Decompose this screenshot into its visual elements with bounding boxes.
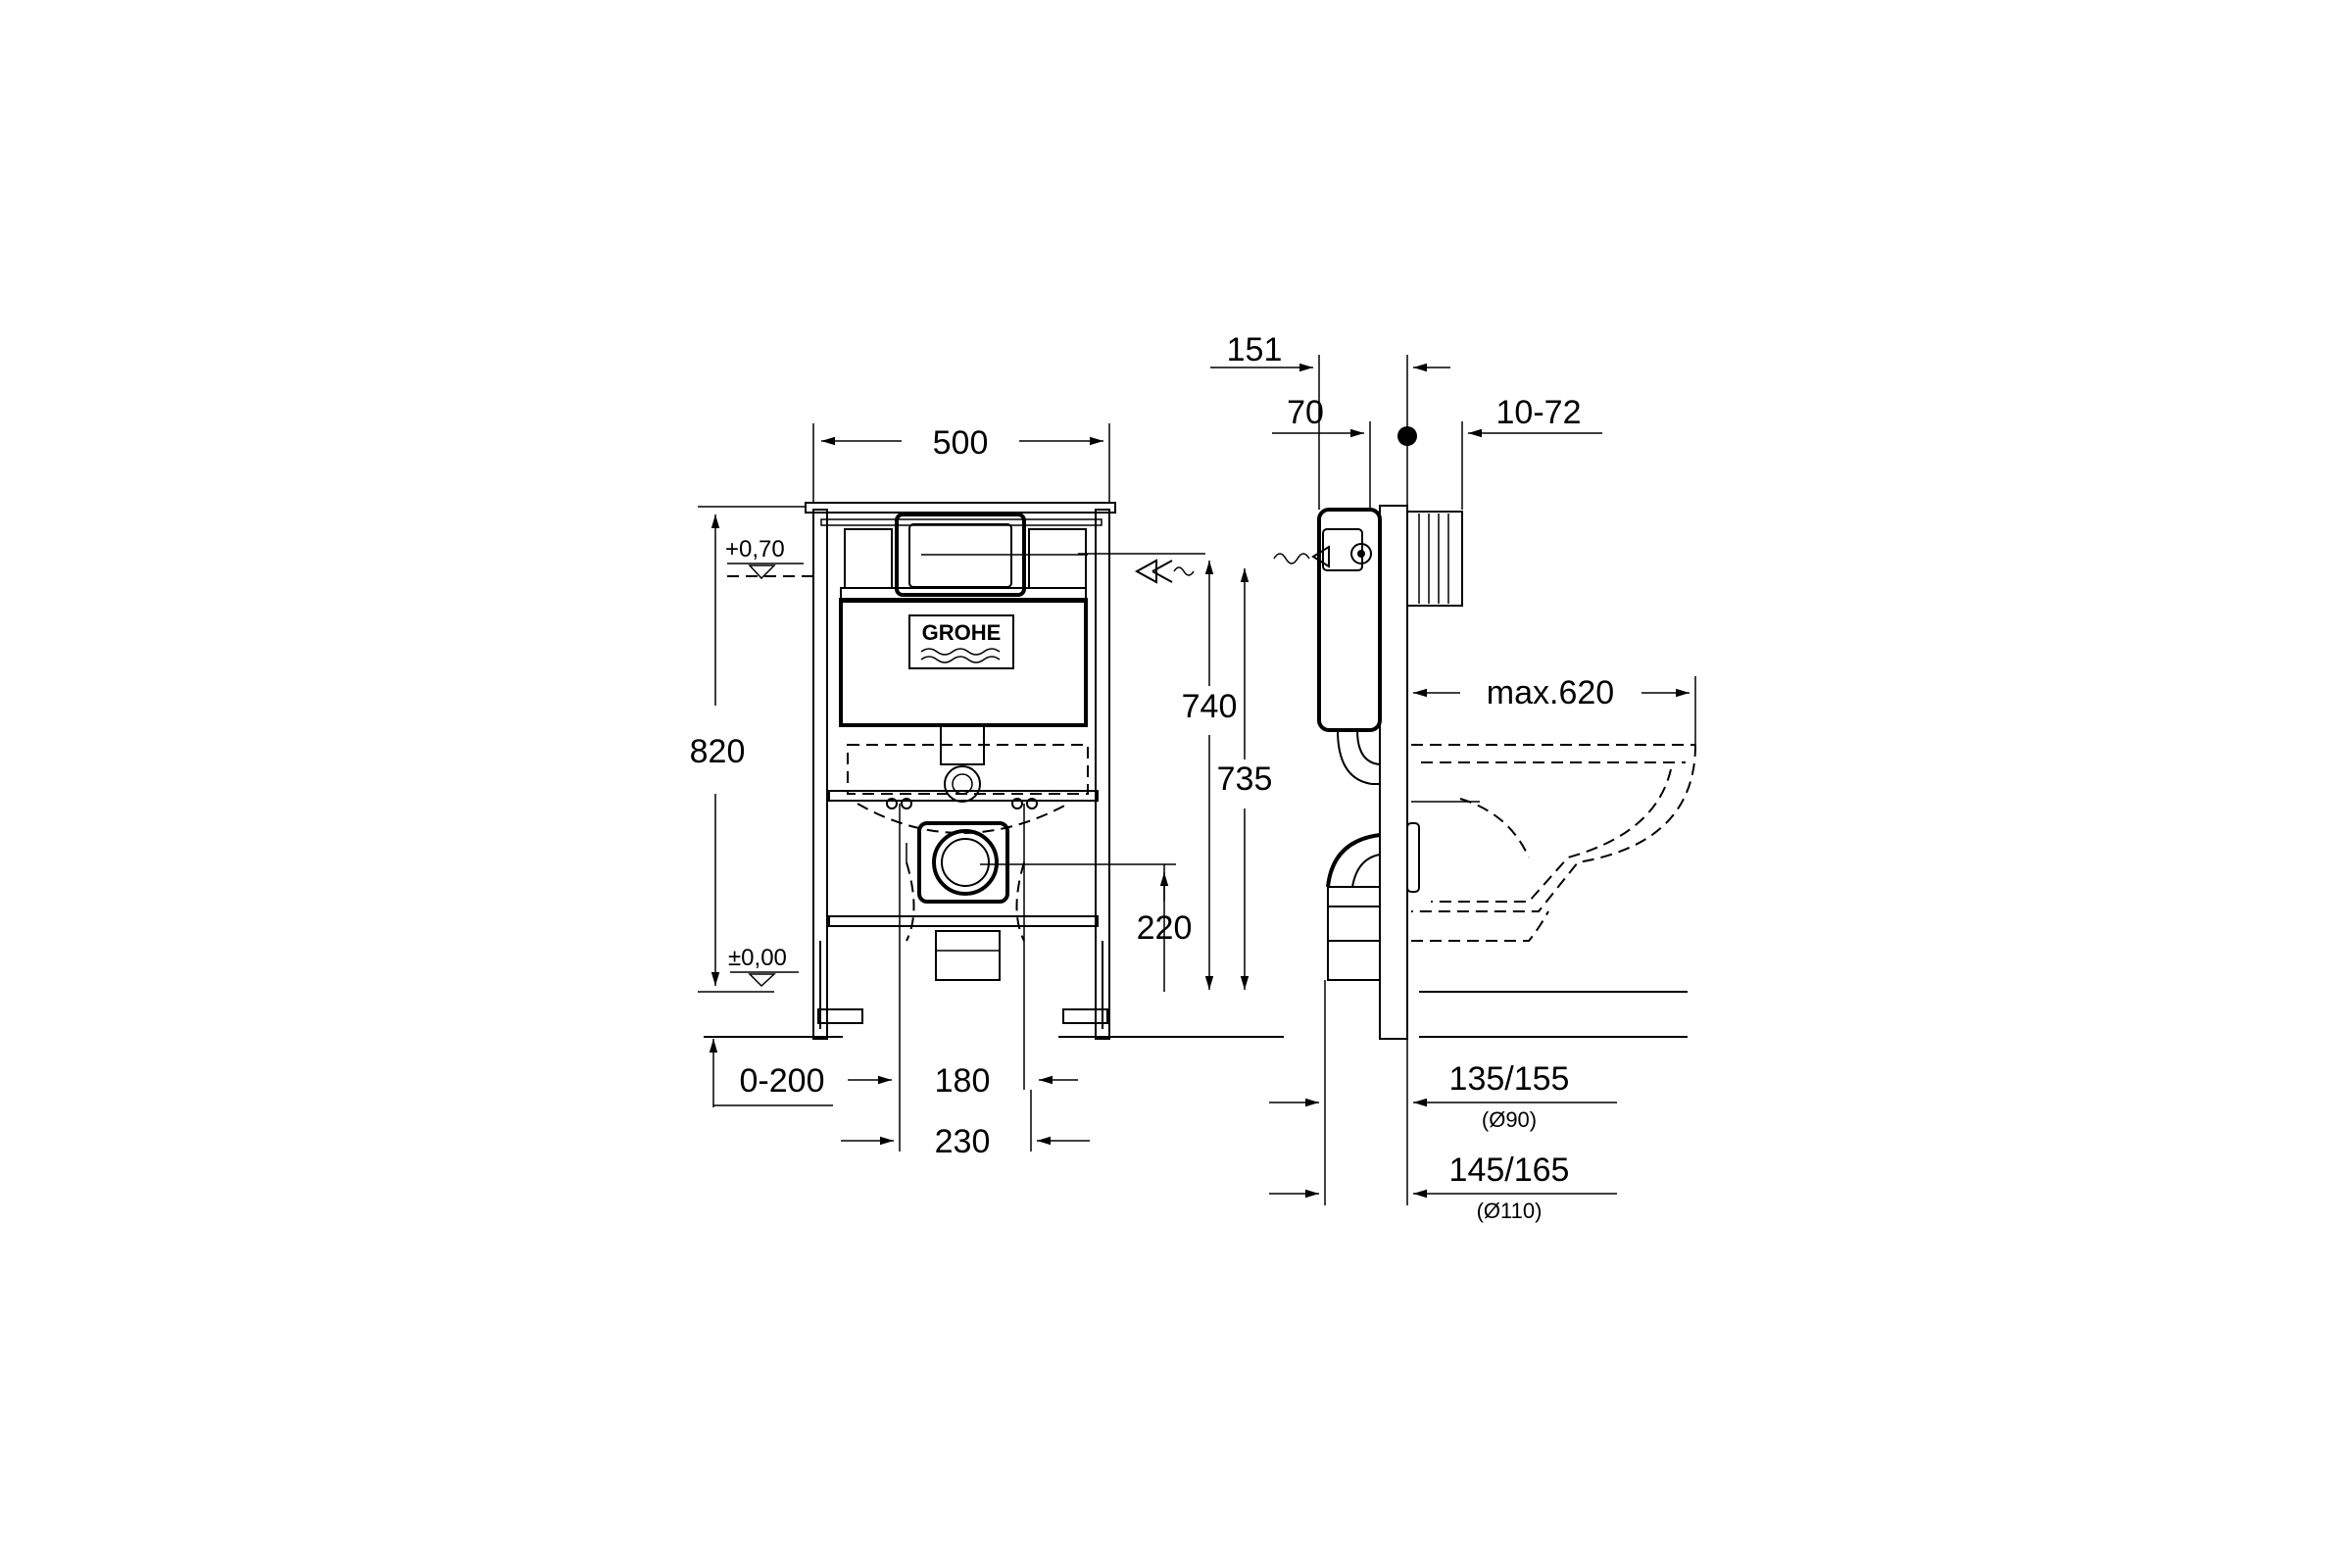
flush-outlet xyxy=(847,724,1089,834)
dim-height: 820 xyxy=(690,506,806,993)
frame-posts xyxy=(805,502,1116,1040)
dim-pipe-90-note: (Ø90) xyxy=(1482,1107,1537,1132)
level-floor-mark: ±0,00 xyxy=(728,945,799,988)
dim-depth-frame: 70 xyxy=(1272,394,1371,510)
level-top-label: +0,70 xyxy=(725,536,785,563)
grohe-logo: GROHE xyxy=(908,614,1014,669)
dim-spacing-outer: 230 xyxy=(841,1090,1090,1160)
dim-supply-a-label: 740 xyxy=(1182,688,1238,725)
dim-width: 500 xyxy=(812,423,1110,502)
dim-bowl-max: max.620 xyxy=(1413,674,1696,745)
cistern xyxy=(839,513,1088,727)
dim-bowl-max-label: max.620 xyxy=(1487,674,1614,711)
dim-range-label: 0-200 xyxy=(740,1062,825,1100)
dim-pipe-90: 135/155 (Ø90) xyxy=(1269,980,1617,1205)
side-pipes xyxy=(1326,729,1420,981)
dim-depth-frame-label: 70 xyxy=(1287,394,1324,431)
front-view: GROHE xyxy=(690,423,1284,1160)
dim-depth-total: 151 xyxy=(1210,331,1320,510)
dim-pipe-110-note: (Ø110) xyxy=(1477,1199,1543,1223)
dim-height-label: 820 xyxy=(690,733,746,770)
side-view: 151 10-72 70 max.620 xyxy=(1210,331,1696,1223)
dim-depth-total-label: 151 xyxy=(1227,331,1283,368)
dim-pipe-90-label: 135/155 xyxy=(1449,1060,1570,1098)
dim-drain-height-label: 220 xyxy=(1137,909,1193,947)
dim-wall-range: 10-72 xyxy=(1397,355,1602,510)
dim-spacing-inner-label: 180 xyxy=(935,1062,991,1100)
side-bowl xyxy=(1411,744,1696,942)
dim-drain-height: 220 xyxy=(1137,864,1193,992)
dim-supply-b-label: 735 xyxy=(1217,760,1273,798)
level-top-mark: +0,70 xyxy=(725,536,819,580)
dim-pipe-110: 145/165 (Ø110) xyxy=(1269,1152,1617,1223)
dim-spacing-outer-label: 230 xyxy=(935,1123,991,1160)
dim-pipe-110-label: 145/165 xyxy=(1449,1152,1570,1189)
logo-text: GROHE xyxy=(922,620,1002,645)
drain-connector xyxy=(906,821,1176,981)
frame-beams xyxy=(828,790,1099,927)
dim-spacing-inner: 180 xyxy=(899,804,1078,1100)
level-floor-label: ±0,00 xyxy=(728,945,787,971)
dim-supply-b: 735 xyxy=(1217,568,1273,990)
side-frame xyxy=(1273,505,1463,1040)
dim-wall-range-label: 10-72 xyxy=(1496,394,1582,431)
dim-width-label: 500 xyxy=(933,424,989,462)
dim-supply-a: 740 xyxy=(1078,553,1238,990)
dim-range: 0-200 xyxy=(709,1039,892,1107)
